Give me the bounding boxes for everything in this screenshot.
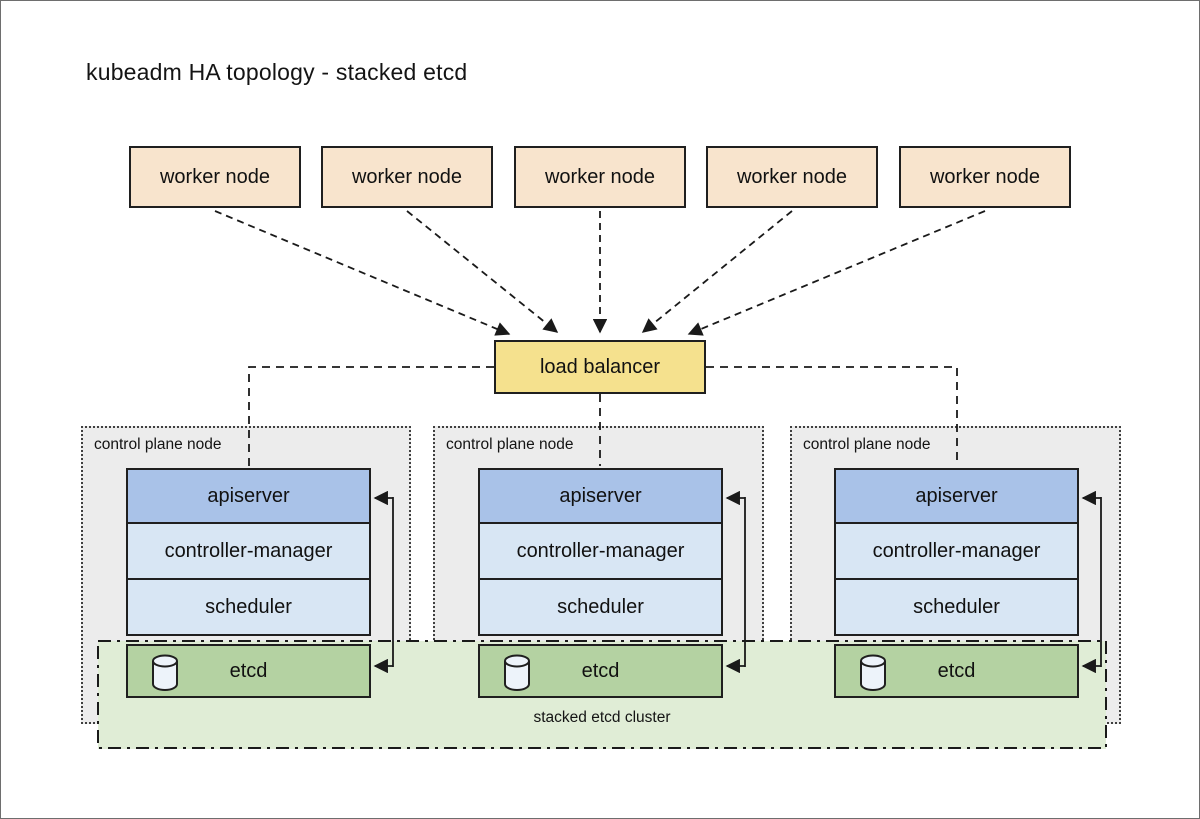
scheduler-label: scheduler bbox=[205, 595, 292, 618]
etcd-label: etcd bbox=[937, 659, 976, 682]
scheduler-box: scheduler bbox=[478, 578, 723, 636]
worker-node-label: worker node bbox=[159, 165, 271, 188]
controller-manager-box: controller-manager bbox=[834, 522, 1079, 580]
database-cylinder-icon bbox=[860, 654, 886, 691]
worker-node-box: worker node bbox=[129, 146, 301, 208]
worker-node-label: worker node bbox=[929, 165, 1041, 188]
apiserver-label: apiserver bbox=[915, 484, 998, 507]
worker-node-label: worker node bbox=[544, 165, 656, 188]
scheduler-box: scheduler bbox=[126, 578, 371, 636]
database-cylinder-icon bbox=[152, 654, 178, 691]
load-balancer-label: load balancer bbox=[539, 355, 661, 378]
apiserver-box: apiserver bbox=[126, 468, 371, 524]
etcd-box: etcd bbox=[126, 644, 371, 698]
worker-to-lb-arrow bbox=[406, 210, 559, 333]
stacked-etcd-cluster-label: stacked etcd cluster bbox=[533, 709, 671, 726]
controller-manager-box: controller-manager bbox=[478, 522, 723, 580]
diagram-title: kubeadm HA topology - stacked etcd bbox=[86, 59, 468, 85]
etcd-box: etcd bbox=[478, 644, 723, 698]
load-balancer-box: load balancer bbox=[494, 340, 706, 394]
controller-manager-label: controller-manager bbox=[164, 539, 333, 562]
scheduler-box: scheduler bbox=[834, 578, 1079, 636]
scheduler-label: scheduler bbox=[913, 595, 1000, 618]
worker-to-lb-arrow bbox=[214, 210, 511, 336]
apiserver-box: apiserver bbox=[478, 468, 723, 524]
controller-manager-label: controller-manager bbox=[516, 539, 685, 562]
worker-to-lb-arrow bbox=[641, 210, 793, 333]
controller-manager-label: controller-manager bbox=[872, 539, 1041, 562]
worker-node-box: worker node bbox=[706, 146, 878, 208]
apiserver-label: apiserver bbox=[207, 484, 290, 507]
controller-manager-box: controller-manager bbox=[126, 522, 371, 580]
control-plane-node-label: control plane node bbox=[94, 436, 222, 453]
worker-node-box: worker node bbox=[899, 146, 1071, 208]
etcd-label: etcd bbox=[229, 659, 268, 682]
etcd-label: etcd bbox=[581, 659, 620, 682]
worker-node-box: worker node bbox=[321, 146, 493, 208]
control-plane-node-label: control plane node bbox=[446, 436, 574, 453]
worker-node-label: worker node bbox=[736, 165, 848, 188]
apiserver-box: apiserver bbox=[834, 468, 1079, 524]
etcd-box: etcd bbox=[834, 644, 1079, 698]
worker-node-label: worker node bbox=[351, 165, 463, 188]
database-cylinder-icon bbox=[504, 654, 530, 691]
apiserver-label: apiserver bbox=[559, 484, 642, 507]
worker-to-lb-arrow bbox=[687, 210, 986, 336]
worker-node-box: worker node bbox=[514, 146, 686, 208]
scheduler-label: scheduler bbox=[557, 595, 644, 618]
control-plane-node-label: control plane node bbox=[803, 436, 931, 453]
